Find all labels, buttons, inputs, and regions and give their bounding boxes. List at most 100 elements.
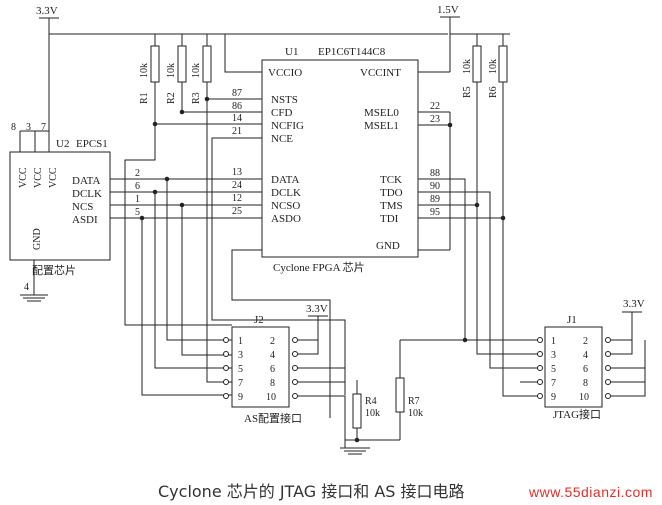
svg-text:12: 12 (232, 193, 242, 204)
svg-text:8: 8 (583, 378, 588, 389)
svg-text:GND: GND (32, 228, 43, 250)
svg-text:5: 5 (551, 364, 556, 375)
svg-text:ASDO: ASDO (271, 213, 301, 225)
fpga-caption: Cyclone FPGA 芯片 (273, 260, 365, 274)
svg-text:10k: 10k (408, 408, 423, 419)
svg-text:10k: 10k (488, 59, 499, 74)
svg-text:2: 2 (135, 168, 140, 179)
svg-text:6: 6 (135, 181, 140, 192)
svg-text:89: 89 (430, 194, 440, 205)
svg-text:VCC: VCC (33, 167, 44, 188)
watermark: www.55dianzi.com (529, 484, 653, 500)
svg-text:24: 24 (232, 180, 242, 191)
fpga-u1: U1 EP1C6T144C8 VCCIO VCCINT Cyclone FPGA… (261, 46, 419, 274)
svg-text:10k: 10k (191, 63, 202, 78)
resistor-r3: R3 10k (191, 34, 212, 104)
svg-text:13: 13 (232, 167, 242, 178)
svg-text:4: 4 (583, 350, 588, 361)
svg-text:NCS: NCS (72, 201, 93, 213)
svg-text:4: 4 (24, 282, 29, 293)
svg-text:10k: 10k (166, 63, 177, 78)
j2-ref: J2 (254, 314, 264, 326)
svg-text:DATA: DATA (271, 174, 300, 186)
epcs-caption: 配置芯片 (32, 263, 76, 277)
rail-1v5: 1.5V (437, 4, 510, 72)
svg-text:R2: R2 (166, 92, 177, 104)
svg-text:25: 25 (232, 206, 242, 217)
fpga-part: EP1C6T144C8 (318, 46, 386, 58)
svg-text:DCLK: DCLK (72, 188, 102, 200)
svg-text:14: 14 (232, 113, 242, 124)
epcs-part: EPCS1 (76, 138, 108, 150)
j2-rail-label: 3.3V (306, 303, 328, 315)
svg-text:21: 21 (232, 126, 242, 137)
rail-1v5-label: 1.5V (437, 4, 459, 16)
svg-text:TCK: TCK (380, 174, 402, 186)
svg-text:R1: R1 (139, 92, 150, 104)
svg-text:10: 10 (579, 392, 589, 403)
svg-text:2: 2 (270, 336, 275, 347)
svg-text:CFD: CFD (271, 107, 292, 119)
connector-j2: J2 AS配置接口 3.3V 1 2 3 4 5 6 7 8 9 10 (223, 303, 328, 425)
fpga-gnd-label: GND (376, 240, 400, 252)
svg-text:95: 95 (430, 207, 440, 218)
svg-text:9: 9 (238, 392, 243, 403)
figure-caption: Cyclone 芯片的 JTAG 接口和 AS 接口电路 (158, 482, 465, 501)
j1-rail-label: 3.3V (623, 298, 645, 310)
svg-text:VCC: VCC (48, 167, 59, 188)
svg-text:10: 10 (266, 392, 276, 403)
epcs-ref: U2 (56, 138, 69, 150)
svg-text:6: 6 (270, 364, 275, 375)
svg-text:1: 1 (135, 194, 140, 205)
svg-text:NCFIG: NCFIG (271, 120, 304, 132)
svg-text:10k: 10k (365, 408, 380, 419)
svg-text:1: 1 (238, 336, 243, 347)
svg-text:R6: R6 (488, 86, 499, 98)
svg-text:NCSO: NCSO (271, 200, 300, 212)
svg-text:R3: R3 (191, 92, 202, 104)
connector-j1: J1 JTAG接口 3.3V 1 2 3 4 5 6 7 8 9 10 (537, 298, 645, 421)
j1-ref: J1 (567, 314, 577, 326)
svg-text:8: 8 (11, 122, 16, 133)
svg-text:NCE: NCE (271, 133, 293, 145)
j2-caption: AS配置接口 (244, 412, 302, 425)
svg-text:10k: 10k (139, 63, 150, 78)
rail-3v3-left: 3.3V (36, 5, 448, 131)
svg-text:7: 7 (551, 378, 556, 389)
svg-text:R5: R5 (462, 86, 473, 98)
svg-text:NSTS: NSTS (271, 94, 298, 106)
fpga-ref: U1 (285, 46, 298, 58)
resistor-r2: R2 10k (166, 34, 187, 112)
svg-text:TMS: TMS (380, 200, 403, 212)
svg-text:TDO: TDO (380, 187, 403, 199)
svg-text:4: 4 (270, 350, 275, 361)
svg-text:87: 87 (232, 88, 242, 99)
svg-text:88: 88 (430, 168, 440, 179)
svg-text:3: 3 (551, 350, 556, 361)
svg-text:VCC: VCC (18, 167, 29, 188)
svg-text:DCLK: DCLK (271, 187, 301, 199)
svg-text:5: 5 (135, 207, 140, 218)
svg-text:2: 2 (583, 336, 588, 347)
svg-text:86: 86 (232, 101, 242, 112)
svg-text:R7: R7 (408, 396, 420, 407)
svg-text:R4: R4 (365, 396, 377, 407)
svg-text:1: 1 (551, 336, 556, 347)
svg-text:TDI: TDI (380, 213, 399, 225)
svg-text:6: 6 (583, 364, 588, 375)
resistor-r1: R1 10k (139, 34, 160, 124)
j1-caption: JTAG接口 (553, 408, 601, 421)
svg-text:MSEL0: MSEL0 (364, 107, 399, 119)
svg-text:7: 7 (41, 122, 46, 133)
svg-text:10k: 10k (462, 59, 473, 74)
svg-text:3: 3 (26, 122, 31, 133)
fpga-left-pins: 87 NSTS 86 CFD 14 NCFIG 21 NCE 13 DATA 2… (232, 88, 304, 225)
resistor-r4: R4 10k (352, 380, 380, 440)
svg-text:ASDI: ASDI (72, 214, 98, 226)
resistor-r6: R6 10k (488, 34, 508, 340)
svg-text:22: 22 (430, 101, 440, 112)
svg-text:3: 3 (238, 350, 243, 361)
epcs-u2: U2 EPCS1 8 3 7 VCC VCC VCC GND 4 配置芯片 DA… (9, 122, 140, 293)
